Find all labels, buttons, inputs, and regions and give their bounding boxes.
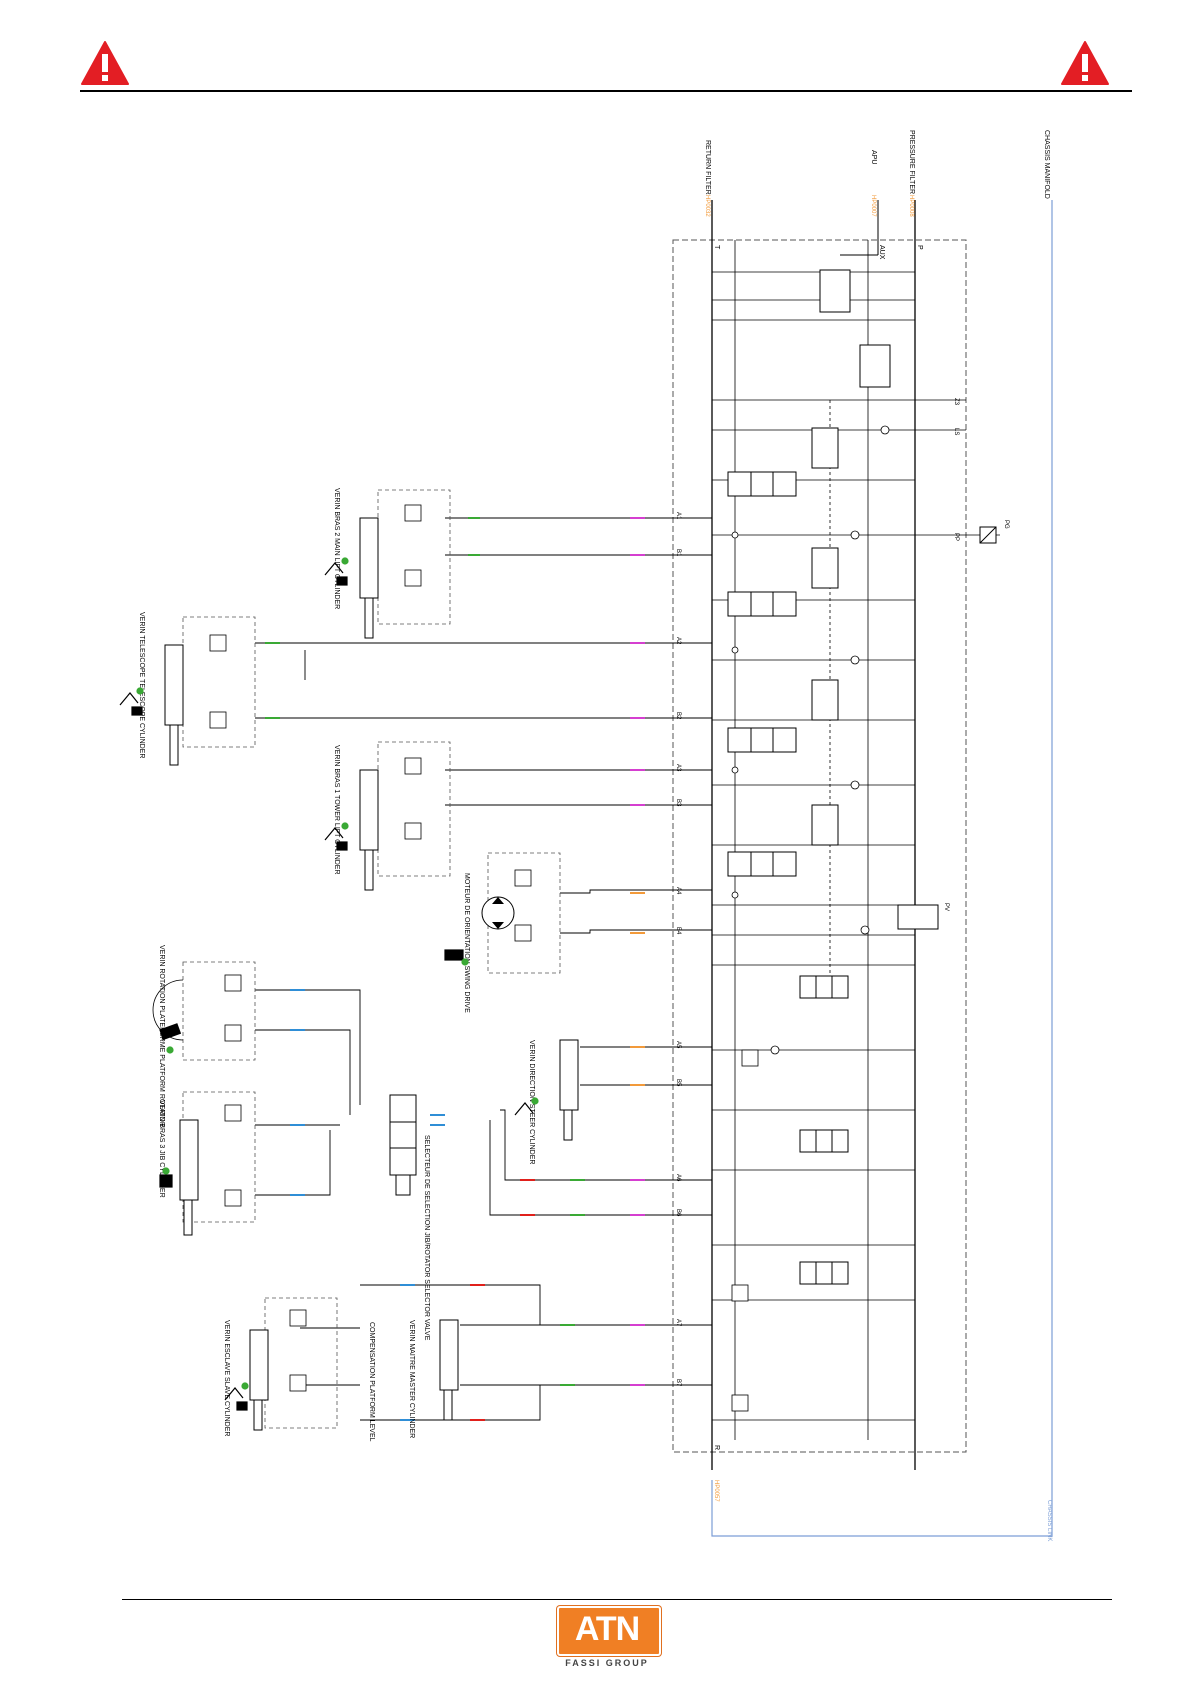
ls-label: LS — [953, 428, 959, 435]
line-label: B7 — [675, 1379, 681, 1387]
machine-pictogram-icons — [119, 557, 539, 1411]
actuator-label: VERIN ESCLAVE SLAVE CYLINDER — [223, 1320, 230, 1436]
port-p-label: P — [916, 245, 923, 250]
chassis-manifold-label: CHASSIS MANIFOLD — [1043, 130, 1050, 199]
actuator-label: SELECTEUR DE SELECTION JIB/ROTATOR SELEC… — [423, 1135, 430, 1341]
actuator-label: VERIN ROTATION PLATEFORME PLATFORM ROTAT… — [158, 945, 165, 1127]
line-label: B2 — [675, 712, 681, 720]
line-label: B5 — [675, 1079, 681, 1087]
pipe-code-p: HP0008 — [908, 195, 914, 217]
line-label: A1 — [675, 512, 681, 520]
actuator-label: VERIN DIRECTION STEER CYLINDER — [528, 1040, 535, 1164]
chassis-link-label: CHASSIS LINK — [1046, 1500, 1052, 1541]
actuator-label: MOTEUR DE ORIENTATION SWING DRIVE — [463, 873, 470, 1013]
actuator-label: VERIN MAITRE MASTER CYLINDER — [408, 1320, 415, 1438]
pg-label: PG — [1003, 520, 1009, 529]
valve-block-frame — [672, 239, 967, 1453]
cross-lines — [712, 271, 1000, 1421]
pipe-code-bottom: HP0057 — [713, 1480, 719, 1502]
pipe-code-return: HP0032 — [704, 195, 710, 217]
section-valves — [727, 471, 849, 1285]
logo-subtext: FASSI GROUP — [565, 1658, 649, 1668]
apu-label: APU — [870, 150, 877, 164]
check-valves — [731, 425, 890, 1055]
line-label: B1 — [675, 549, 681, 557]
actuator-label: VERIN BRAS 3 JIB CYLINDER — [158, 1100, 165, 1198]
actuator-label: VERIN BRAS 2 MAIN LIFT CYLINDER — [333, 488, 340, 609]
port-t-label: T — [713, 245, 720, 250]
line-label: B3 — [675, 799, 681, 807]
line-label: A3 — [675, 764, 681, 772]
line-labels: A1 B1 A2 B2 A3 B3 A4 B4 A5 B5 A6 B6 A7 B… — [675, 512, 681, 1387]
chassis-link-line — [711, 200, 1053, 1537]
selector-valve — [389, 1094, 417, 1176]
line-label: A5 — [675, 1041, 681, 1049]
z3-label: Z3 — [953, 398, 959, 406]
port-aux-label: AUX — [878, 245, 885, 260]
line-label: A4 — [675, 887, 681, 895]
cylinders — [164, 517, 579, 1431]
pp-label: PP — [953, 533, 959, 541]
warning-triangle-icon — [1061, 41, 1109, 85]
compensators — [811, 269, 939, 930]
actuator-labels: VERIN BRAS 2 MAIN LIFT CYLINDER VERIN TE… — [138, 488, 535, 1442]
port-r-label: R — [713, 1445, 720, 1450]
warning-triangle-icon — [81, 41, 129, 85]
actuator-label: COMPENSATION PLATFORM LEVEL — [368, 1322, 375, 1442]
logo-text: ATN — [574, 1610, 640, 1648]
actuator-label: VERIN TELESCOPE TELESCOPE CYLINDER — [138, 612, 145, 758]
pressure-filter-label: PRESSURE FILTER — [908, 130, 915, 194]
line-label: A6 — [675, 1174, 681, 1182]
return-filter-label: RETURN FILTER — [704, 140, 711, 195]
actuator-label: VERIN BRAS 1 TOWER LIFT CYLINDER — [333, 745, 340, 875]
footer-rule — [122, 1599, 1112, 1600]
line-label: B4 — [675, 927, 681, 935]
pipe-code-aux: HP0007 — [870, 195, 876, 217]
line-label: A7 — [675, 1319, 681, 1327]
actuator-frames — [182, 489, 561, 1429]
pv-label: PV — [943, 903, 949, 911]
line-label: B6 — [675, 1209, 681, 1217]
logo-box — [557, 1606, 661, 1656]
line-label: A2 — [675, 637, 681, 645]
atn-logo: ATN FASSI GROUP — [557, 1606, 661, 1676]
header-rule — [80, 90, 1132, 92]
